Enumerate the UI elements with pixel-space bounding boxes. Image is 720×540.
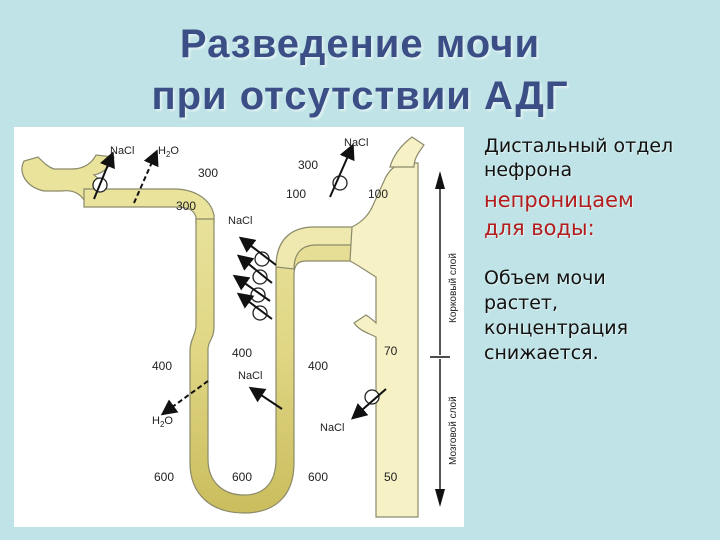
transport-markers xyxy=(92,143,387,420)
segment-line-2: нефрона xyxy=(484,159,573,181)
descending-limb xyxy=(189,218,355,514)
label-h2o-proximal: H2O xyxy=(158,145,179,159)
impermeable-line-2: для воды: xyxy=(484,216,595,240)
nephron-diagram: NaCl H2O NaCl NaCl NaCl NaCl H2O 300 300… xyxy=(14,127,464,527)
value-600-bottom: 600 xyxy=(232,470,252,484)
value-50: 50 xyxy=(384,470,398,484)
label-nacl-proximal: NaCl xyxy=(110,145,134,157)
impermeable-line-1: непроницаем xyxy=(484,188,634,212)
value-400-outer-mid: 400 xyxy=(308,359,328,373)
label-nacl-collecting: NaCl xyxy=(320,422,344,434)
slide-title: Разведение мочи при отсутствии АДГ xyxy=(0,18,720,122)
value-600-right: 600 xyxy=(308,470,328,484)
label-nacl-distal: NaCl xyxy=(344,137,368,149)
title-line-1: Разведение мочи xyxy=(179,22,541,66)
value-400-limb: 400 xyxy=(232,346,252,360)
zone-label-medulla: Мозговой слой xyxy=(448,396,459,465)
label-h2o-descending: H2O xyxy=(152,415,173,429)
zone-axis xyxy=(430,171,450,507)
explanation-text: Дистальный отдел нефрона непроницаем для… xyxy=(484,134,716,366)
label-nacl-ascending: NaCl xyxy=(228,215,252,227)
nephron-svg: NaCl H2O NaCl NaCl NaCl NaCl H2O 300 300… xyxy=(21,136,459,518)
label-nacl-thin-ascending: NaCl xyxy=(238,370,262,382)
volume-line-4: снижается. xyxy=(484,342,599,364)
zone-label-cortex: Корковый слой xyxy=(448,253,459,323)
value-300-top: 300 xyxy=(198,166,218,180)
value-100-right: 100 xyxy=(368,187,388,201)
title-line-2: при отсутствии АДГ xyxy=(151,74,569,118)
volume-line-1: Объем мочи xyxy=(484,267,606,289)
value-300-mid: 300 xyxy=(298,158,318,172)
value-400-outer-left: 400 xyxy=(152,359,172,373)
value-600-left: 600 xyxy=(154,470,174,484)
value-100-left: 100 xyxy=(286,187,306,201)
collecting-duct-top xyxy=(389,136,425,168)
volume-line-2: растет, xyxy=(484,292,559,314)
impermeable-paragraph: непроницаем для воды: xyxy=(484,186,716,242)
value-300-left: 300 xyxy=(176,199,196,213)
volume-line-3: концентрация xyxy=(484,317,629,339)
volume-paragraph: Объем мочи растет, концентрация снижаетс… xyxy=(484,266,716,366)
segment-line-1: Дистальный отдел xyxy=(484,135,674,157)
value-70: 70 xyxy=(384,344,398,358)
collecting-duct xyxy=(349,162,419,518)
segment-paragraph: Дистальный отдел нефрона xyxy=(484,134,716,182)
